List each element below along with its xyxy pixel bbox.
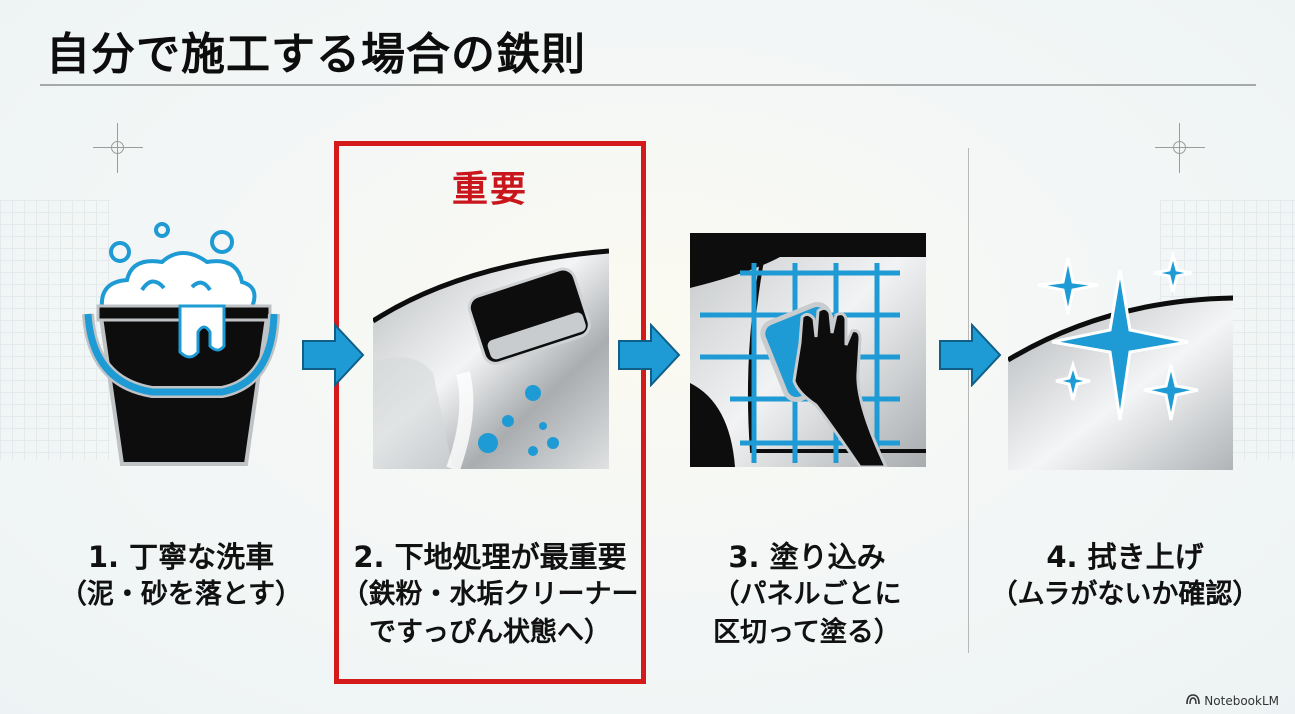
crosshair-mark-right — [1155, 123, 1205, 173]
step-4-title: 拭き上げ — [1087, 540, 1204, 574]
step-2-detail-line-1: （鉄粉・水垢クリーナー — [341, 579, 639, 610]
arrow-right-icon — [617, 322, 681, 388]
step-4-number: 4. — [1046, 540, 1078, 574]
step-1-detail: （泥・砂を落とす） — [59, 579, 303, 610]
step-4-caption: 4. 拭き上げ （ムラがないか確認） — [975, 538, 1275, 614]
step-2-detail-line-2: ですっぴん状態へ） — [369, 617, 611, 648]
column-divider — [968, 148, 969, 653]
step-3-detail-line-2: 区切って塗る） — [713, 617, 901, 648]
step-2-title: 下地処理が最重要 — [394, 540, 627, 574]
watermark-text: NotebookLM — [1204, 694, 1279, 708]
step-3-caption: 3. 塗り込み （パネルごとに 区切って塗る） — [672, 538, 942, 652]
slide-title: 自分で施工する場合の鉄則 — [46, 29, 586, 80]
step-1-title: 丁寧な洗車 — [129, 540, 275, 574]
step-3-title: 塗り込み — [769, 540, 886, 574]
arrow-right-icon — [938, 322, 1002, 388]
important-label: 重要 — [451, 169, 528, 210]
step-2-number: 2. — [353, 540, 385, 574]
sparkle-shine-icon — [1006, 240, 1234, 470]
crosshair-mark-left — [93, 123, 143, 173]
gloved-hand-applying-grid-icon — [690, 233, 926, 469]
step-1-number: 1. — [87, 540, 120, 574]
title-divider — [40, 84, 1256, 86]
clay-bar-on-car-panel-icon — [371, 233, 610, 472]
step-4-detail: （ムラがないか確認） — [990, 579, 1260, 610]
step-3-detail-line-1: （パネルごとに — [712, 579, 902, 610]
notebooklm-logo-icon — [1186, 694, 1201, 708]
step-2-caption: 2. 下地処理が最重要 （鉄粉・水垢クリーナー ですっぴん状態へ） — [334, 538, 646, 652]
important-highlight-box — [334, 141, 646, 684]
arrow-right-icon — [301, 322, 365, 388]
step-1-caption: 1. 丁寧な洗車 （泥・砂を落とす） — [40, 538, 322, 614]
bucket-with-suds-icon — [72, 222, 308, 466]
step-3-number: 3. — [728, 540, 760, 574]
notebooklm-watermark: NotebookLM — [1186, 694, 1279, 708]
